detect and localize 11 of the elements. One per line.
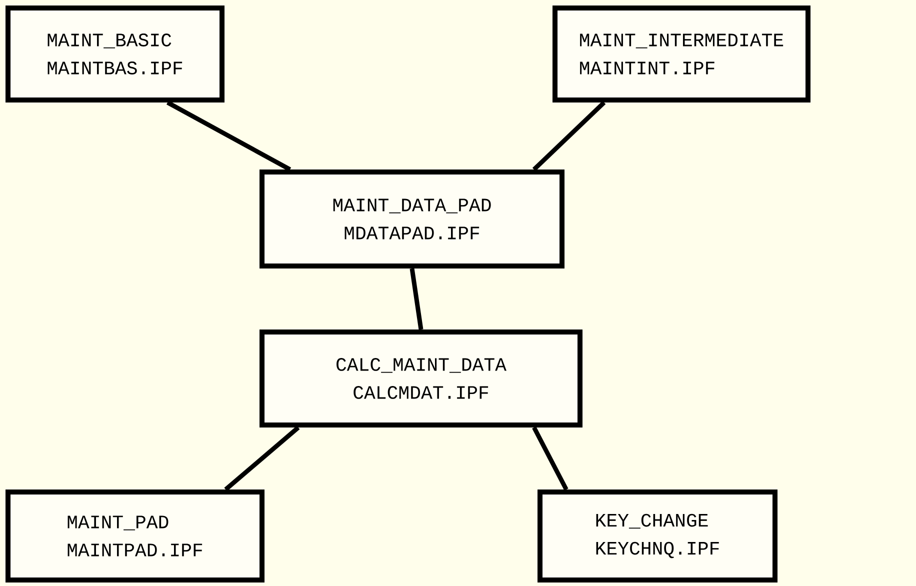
process-box: MAINT_PAD MAINTPAD.IPF bbox=[6, 489, 264, 582]
connector-line bbox=[410, 268, 424, 330]
process-box: MAINT_DATA_PAD MDATAPAD.IPF bbox=[260, 170, 564, 268]
connector-line bbox=[166, 100, 292, 172]
process-box: MAINT_INTERMEDIATE MAINTINT.IPF bbox=[552, 6, 810, 102]
connector-line bbox=[532, 100, 606, 172]
process-box: MAINT_BASIC MAINTBAS.IPF bbox=[6, 6, 224, 102]
connector-line bbox=[224, 426, 300, 492]
process-box: KEY_CHANGE KEYCHNQ.IPF bbox=[538, 489, 778, 582]
connector-line bbox=[532, 426, 568, 491]
process-box: CALC_MAINT_DATA CALCMDAT.IPF bbox=[260, 329, 582, 428]
